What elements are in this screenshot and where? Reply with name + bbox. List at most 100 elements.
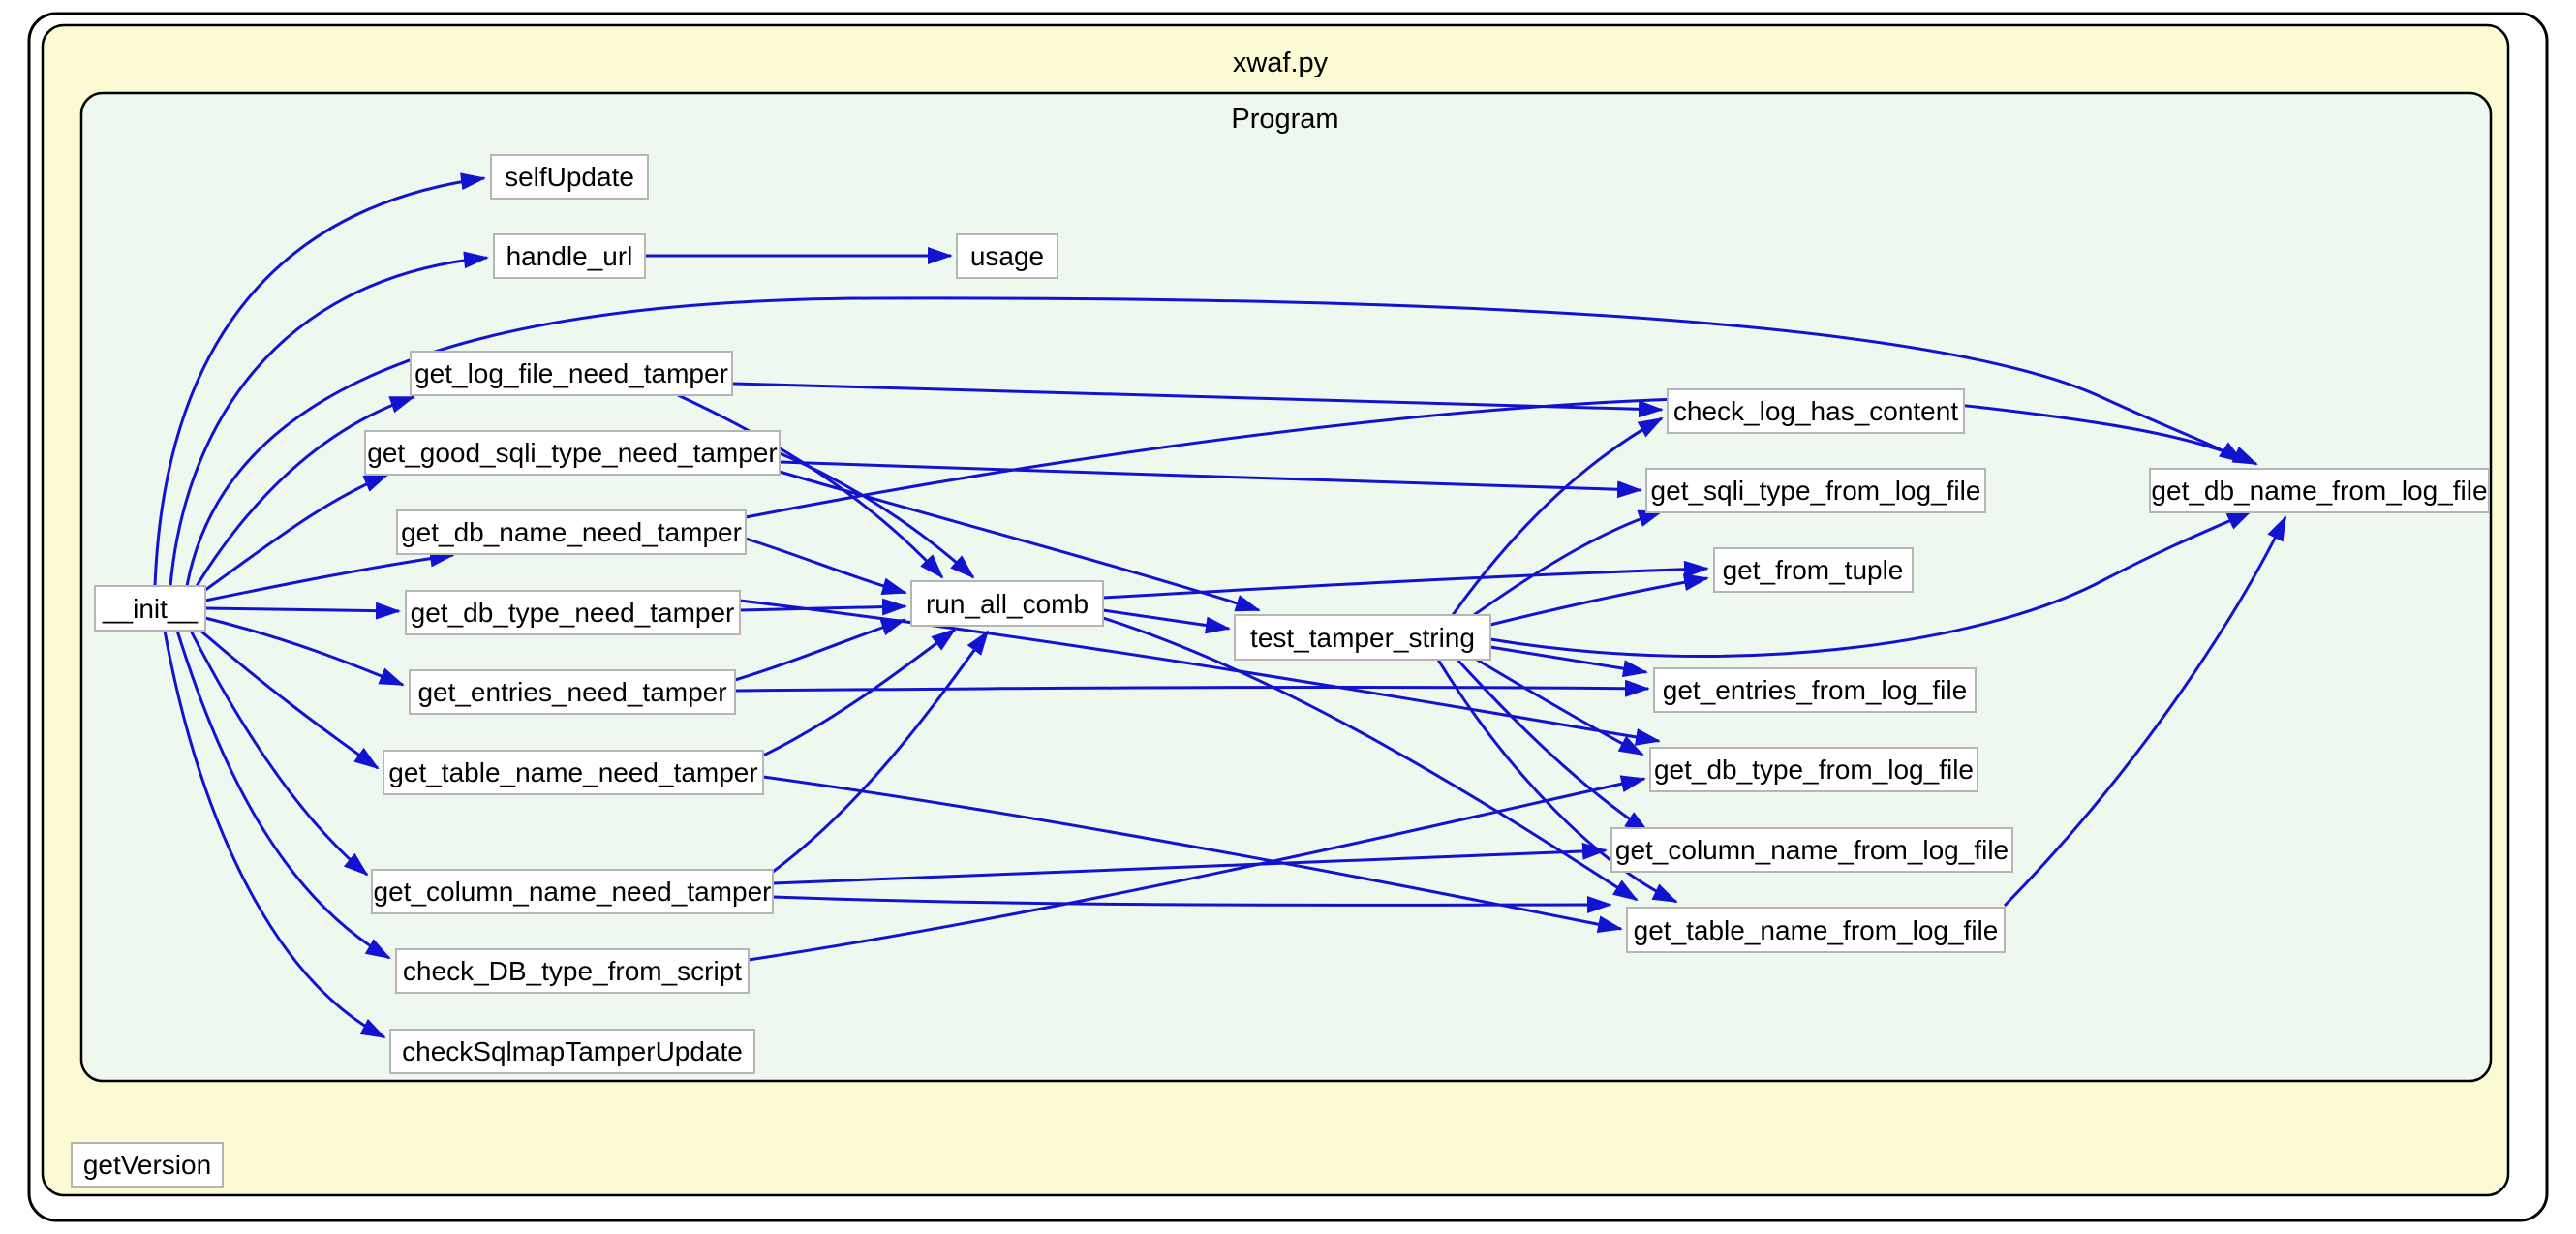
node-label: get_table_name_need_tamper	[388, 757, 757, 787]
edge-get_good_sqli_type_need_tamper-run_all_comb	[779, 451, 975, 579]
node-box	[389, 1029, 755, 1074]
node-label: getVersion	[83, 1150, 211, 1180]
node-label: get_entries_need_tamper	[417, 677, 726, 707]
edge-test_tamper_string-get_column_name_from_log_file	[1456, 658, 1650, 834]
edge-get_good_sqli_type_need_tamper-test_tamper_string	[779, 470, 1261, 612]
node-box	[1667, 388, 1965, 434]
node-box	[1713, 547, 1914, 593]
node-test_tamper_string: test_tamper_string	[1234, 614, 1491, 661]
node-run_all_comb: run_all_comb	[910, 580, 1104, 627]
node-box	[409, 669, 736, 715]
node-box	[371, 869, 774, 914]
program-cluster-label: Program	[1231, 104, 1338, 135]
edge-get_entries_need_tamper-get_entries_from_log_file	[734, 679, 1650, 697]
edge-get_column_name_need_tamper-run_all_comb	[772, 630, 990, 874]
node-label: usage	[970, 241, 1044, 271]
edge-init-get_good_sqli_type_need_tamper	[200, 473, 389, 595]
file-title: xwaf.py	[1233, 47, 1329, 78]
node-box	[1645, 468, 1986, 513]
edge-run_all_comb-test_tamper_string	[1102, 608, 1231, 634]
node-get_good_sqli_type_need_tamper: get_good_sqli_type_need_tamper	[364, 430, 781, 476]
node-label: get_db_type_need_tamper	[411, 598, 735, 628]
edge-init-get_db_name_from_log_file	[185, 296, 2245, 587]
edge-test_tamper_string-get_from_tuple	[1489, 573, 1709, 627]
node-init: __init__	[94, 585, 206, 632]
node-label: get_from_tuple	[1723, 555, 1904, 585]
node-box	[383, 750, 764, 795]
node-label: test_tamper_string	[1250, 623, 1475, 653]
node-box	[1234, 614, 1491, 661]
edge-get_db_type_need_tamper-run_all_comb	[739, 598, 907, 616]
edge-init-handle_url	[169, 251, 489, 587]
edge-get_log_file_need_tamper-run_all_comb	[677, 393, 944, 579]
node-label: get_entries_from_log_file	[1663, 675, 1967, 705]
edge-test_tamper_string-check_log_has_content	[1451, 416, 1664, 616]
node-usage: usage	[956, 233, 1058, 279]
node-get_sqli_type_from_log_file: get_sqli_type_from_log_file	[1645, 468, 1986, 513]
node-label: check_DB_type_from_script	[403, 956, 742, 986]
node-label: get_column_name_need_tamper	[374, 877, 772, 907]
node-label: check_log_has_content	[1673, 396, 1958, 426]
node-box	[493, 233, 646, 279]
node-box	[1653, 667, 1977, 713]
node-get_log_file_need_tamper: get_log_file_need_tamper	[410, 351, 733, 396]
edge-get_entries_need_tamper-run_all_comb	[734, 618, 906, 682]
edge-init-get_log_file_need_tamper	[195, 395, 415, 587]
node-get_table_name_from_log_file: get_table_name_from_log_file	[1626, 907, 2006, 953]
node-box	[94, 585, 206, 632]
node-label: get_db_type_from_log_file	[1654, 755, 1974, 785]
node-label: selfUpdate	[505, 162, 634, 192]
node-check_log_has_content: check_log_has_content	[1667, 388, 1965, 434]
node-selfUpdate: selfUpdate	[490, 154, 649, 200]
node-box	[1610, 827, 2013, 873]
node-box	[1626, 907, 2006, 953]
edge-init-check_DB_type_from_script	[175, 630, 391, 960]
node-get_db_type_from_log_file: get_db_type_from_log_file	[1649, 747, 1978, 792]
node-label: get_sqli_type_from_log_file	[1651, 476, 1981, 506]
edge-test_tamper_string-get_sqli_type_from_log_file	[1473, 509, 1664, 617]
edge-get_table_name_from_log_file-get_db_name_from_log_file	[2003, 515, 2287, 908]
edge-get_table_name_need_tamper-get_table_name_from_log_file	[762, 775, 1623, 934]
edge-get_column_name_need_tamper-get_table_name_from_log_file	[772, 895, 1612, 914]
node-handle_url: handle_url	[493, 233, 646, 279]
node-box	[910, 580, 1104, 627]
node-get_from_tuple: get_from_tuple	[1713, 547, 1914, 593]
node-box	[410, 351, 733, 396]
node-label: get_good_sqli_type_need_tamper	[367, 438, 777, 468]
node-box	[71, 1142, 224, 1188]
edge-init-get_db_type_need_tamper	[204, 602, 401, 620]
edge-init-get_column_name_need_tamper	[189, 630, 369, 877]
node-label: checkSqlmapTamperUpdate	[402, 1036, 743, 1066]
node-get_table_name_need_tamper: get_table_name_need_tamper	[383, 750, 764, 795]
node-get_column_name_need_tamper: get_column_name_need_tamper	[371, 869, 774, 914]
edge-run_all_comb-get_table_name_from_log_file	[1102, 616, 1639, 902]
edge-test_tamper_string-get_db_name_from_log_file	[1489, 509, 2253, 659]
edge-init-selfUpdate	[153, 172, 486, 587]
node-box	[490, 154, 649, 200]
node-box	[395, 948, 750, 994]
node-check_DB_type_from_script: check_DB_type_from_script	[395, 948, 750, 994]
edge-init-get_table_name_need_tamper	[199, 629, 380, 770]
edge-test_tamper_string-get_table_name_from_log_file	[1436, 659, 1678, 904]
node-label: get_log_file_need_tamper	[414, 358, 728, 388]
node-label: get_db_name_from_log_file	[2151, 476, 2487, 506]
node-box	[364, 430, 781, 476]
edge-init-get_db_name_need_tamper	[204, 549, 455, 602]
node-box	[1649, 747, 1978, 792]
node-box	[2149, 468, 2490, 513]
node-get_db_name_from_log_file: get_db_name_from_log_file	[2149, 468, 2490, 513]
edge-get_db_type_need_tamper-get_db_type_from_log_file	[739, 599, 1661, 746]
node-checkSqlmapTamperUpdate: checkSqlmapTamperUpdate	[389, 1029, 755, 1074]
edge-get_column_name_need_tamper-get_column_name_from_log_file	[772, 842, 1608, 885]
node-get_db_type_need_tamper: get_db_type_need_tamper	[405, 590, 741, 635]
node-getVersion: getVersion	[71, 1142, 224, 1188]
node-box	[405, 590, 741, 635]
edge-run_all_comb-get_from_tuple	[1102, 560, 1709, 600]
node-label: get_table_name_from_log_file	[1634, 915, 1999, 945]
edge-get_good_sqli_type_need_tamper-get_sqli_type_from_log_file	[779, 460, 1642, 499]
node-get_column_name_from_log_file: get_column_name_from_log_file	[1610, 827, 2013, 873]
edge-get_db_name_need_tamper-run_all_comb	[745, 537, 907, 595]
edge-init-get_entries_need_tamper	[204, 616, 405, 687]
node-label: get_column_name_from_log_file	[1615, 835, 2009, 865]
